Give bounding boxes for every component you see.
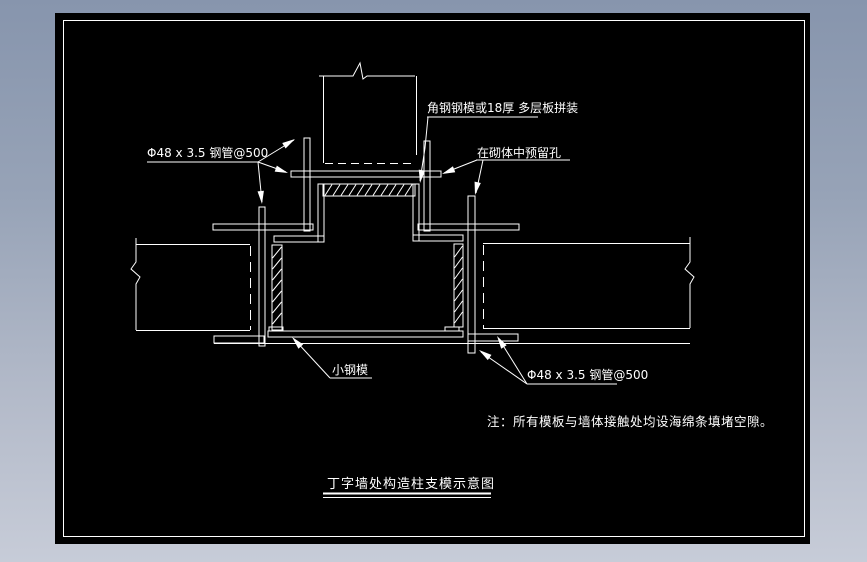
annotation-pipe-bottom-right: Φ48 x 3.5 钢管@500 [527, 368, 649, 382]
leader-lines [147, 116, 617, 498]
drawing-note: 注：所有模板与墙体接触处均设海绵条填堵空隙。 [487, 414, 774, 429]
annotation-formwork-top: 角钢钢模或18厚 多层板拼装 [427, 101, 579, 115]
pipes-and-forms [212, 137, 520, 354]
wall-lines [136, 76, 690, 344]
sheet-border [63, 20, 805, 537]
wall-hatching [271, 183, 464, 331]
break-symbols [130, 61, 695, 330]
drawing-title: 丁字墙处构造柱支模示意图 [327, 477, 496, 492]
annotation-small-steel-form: 小钢模 [332, 363, 369, 377]
cad-canvas[interactable] [55, 13, 810, 544]
leader-arrows [257, 139, 507, 361]
annotation-pipe-top-left: Φ48 x 3.5 钢管@500 [147, 146, 269, 160]
annotation-reserved-hole: 在砌体中预留孔 [477, 146, 562, 160]
